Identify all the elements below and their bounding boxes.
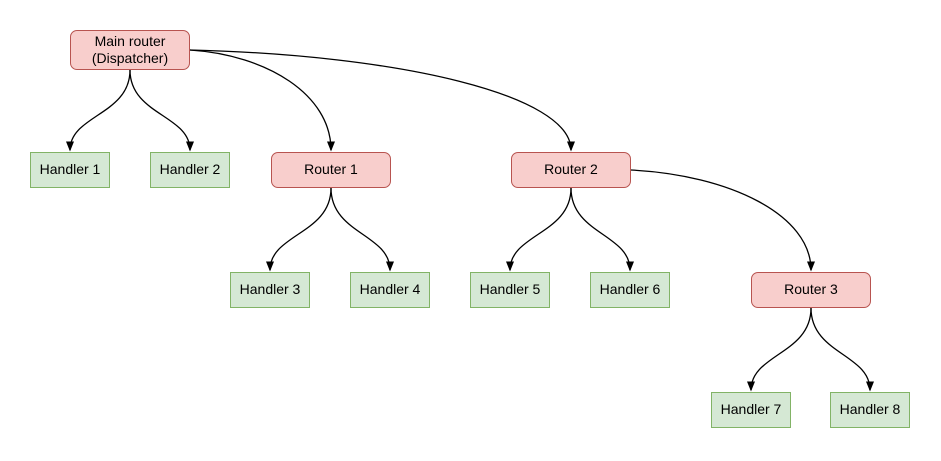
node-label-handler-8: Handler 8 — [839, 401, 901, 418]
edge-main-router-to-router-2 — [189, 49, 575, 152]
node-router-1: Router 1 — [271, 152, 391, 188]
edge-router-2-to-handler-5 — [506, 187, 572, 272]
node-label-router-2: Router 2 — [544, 161, 598, 178]
node-label-handler-6: Handler 6 — [599, 281, 661, 298]
node-label-handler-4: Handler 4 — [359, 281, 421, 298]
node-handler-8: Handler 8 — [830, 392, 910, 428]
node-handler-1: Handler 1 — [30, 152, 110, 188]
node-handler-6: Handler 6 — [590, 272, 670, 308]
node-label-handler-5: Handler 5 — [479, 281, 541, 298]
edge-main-router-to-handler-2 — [129, 69, 194, 152]
node-main-router: Main router (Dispatcher) — [70, 30, 190, 70]
edge-router-2-to-handler-6 — [570, 187, 634, 272]
node-handler-4: Handler 4 — [350, 272, 430, 308]
node-label-handler-3: Handler 3 — [239, 281, 301, 298]
node-router-2: Router 2 — [511, 152, 631, 188]
node-label-handler-1: Handler 1 — [39, 161, 101, 178]
node-label-main-router: Main router (Dispatcher) — [91, 32, 169, 67]
node-handler-2: Handler 2 — [150, 152, 230, 188]
edge-router-1-to-handler-3 — [266, 187, 332, 272]
edge-router-3-to-handler-7 — [747, 307, 812, 392]
node-label-handler-2: Handler 2 — [159, 161, 221, 178]
edge-router-2-to-router-3 — [630, 169, 815, 272]
node-handler-3: Handler 3 — [230, 272, 310, 308]
edge-main-router-to-handler-1 — [66, 69, 131, 152]
node-router-3: Router 3 — [751, 272, 871, 308]
node-handler-7: Handler 7 — [711, 392, 791, 428]
edge-main-router-to-router-1 — [189, 49, 335, 152]
edge-router-3-to-handler-8 — [810, 307, 874, 392]
edge-router-1-to-handler-4 — [330, 187, 394, 272]
node-label-router-3: Router 3 — [784, 281, 838, 298]
node-handler-5: Handler 5 — [470, 272, 550, 308]
node-label-router-1: Router 1 — [304, 161, 358, 178]
node-label-handler-7: Handler 7 — [720, 401, 782, 418]
